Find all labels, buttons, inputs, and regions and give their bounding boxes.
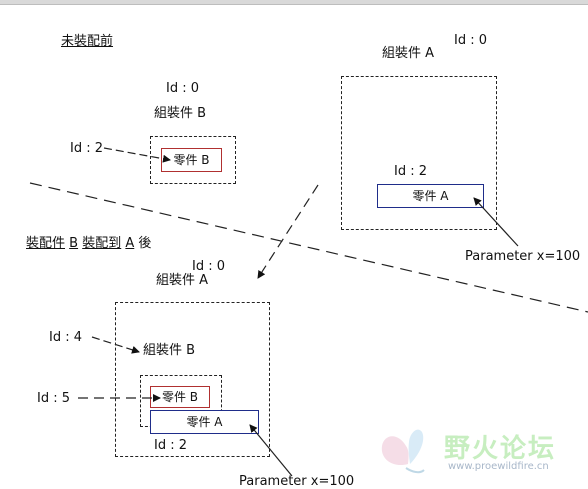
watermark-url: www.proewildfire.cn <box>448 461 549 472</box>
after-title: 裝配件 B 裝配到 A 後 <box>26 236 151 251</box>
after-part-a-id: Id : 2 <box>154 438 188 453</box>
part-a-box: 零件 A <box>377 184 484 208</box>
part-a-id-label: Id : 2 <box>394 164 428 179</box>
after-title-part-5: 後 <box>138 236 152 251</box>
after-sub-id: Id : 4 <box>49 330 83 345</box>
part-b-id-label: Id : 2 <box>70 141 104 156</box>
param-label-before: Parameter x=100 <box>465 249 581 264</box>
after-part-a-label: 零件 A <box>186 415 223 429</box>
after-title-part-3: 裝配到 <box>82 236 122 251</box>
param-label-after: Parameter x=100 <box>239 474 355 489</box>
butterfly-logo-icon <box>381 429 425 474</box>
assembly-transform-arrow <box>257 184 319 279</box>
after-top-id: Id : 0 <box>192 259 226 274</box>
part-a-label: 零件 A <box>412 189 449 203</box>
subassy-a-name: 組裝件 A <box>382 46 435 61</box>
after-top-name: 組裝件 A <box>156 273 209 288</box>
subassy-b-id: Id : 0 <box>166 81 200 96</box>
top-border-shadow <box>0 4 588 5</box>
top-border <box>0 0 588 4</box>
watermark-text: 野火论坛 <box>444 434 557 464</box>
after-part-a-box: 零件 A <box>150 410 259 434</box>
after-title-part-4: A <box>125 236 135 251</box>
after-part-b-id: Id : 5 <box>37 391 71 406</box>
subassy-a-id: Id : 0 <box>454 33 488 48</box>
after-title-part-1: 裝配件 <box>26 236 66 251</box>
part-b-box: 零件 B <box>161 148 222 172</box>
part-b-label: 零件 B <box>173 153 210 167</box>
after-part-b-label: 零件 B <box>161 390 199 404</box>
before-title: 未裝配前 <box>61 34 114 49</box>
subassy-b-name: 組裝件 B <box>154 106 207 121</box>
after-sub-name: 組裝件 B <box>143 343 196 358</box>
after-title-part-2: B <box>69 236 79 251</box>
after-part-b-box: 零件 B <box>150 386 210 408</box>
